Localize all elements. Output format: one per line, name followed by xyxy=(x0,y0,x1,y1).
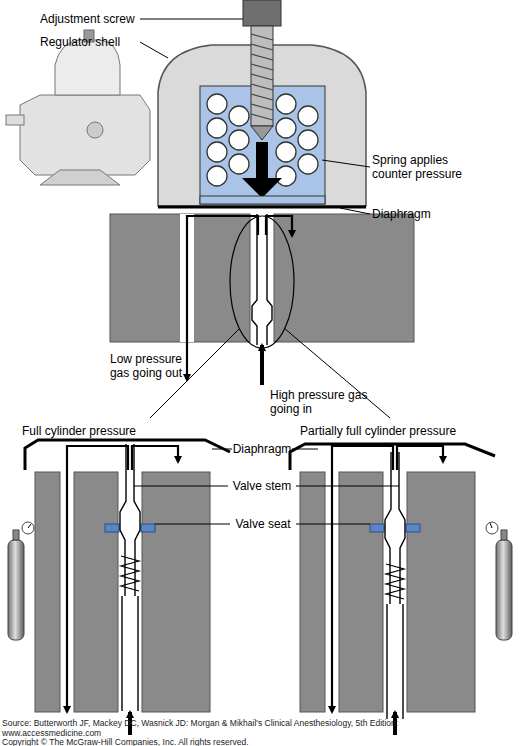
part-label: Regulator shell xyxy=(40,35,140,49)
part-label: Low pressure gas going out xyxy=(92,352,182,380)
diaphragm-line xyxy=(158,206,366,209)
part-label: Full cylinder pressure xyxy=(22,424,202,438)
full-pressure-panel xyxy=(25,440,230,735)
part-label: Diaphragm xyxy=(232,442,292,456)
gas-cylinder xyxy=(486,522,512,640)
adjustment-screw xyxy=(243,0,281,140)
regulator-body xyxy=(110,214,250,342)
leader-lines xyxy=(140,19,370,214)
inset-sketch xyxy=(6,30,150,185)
part-label: Spring applies counter pressure xyxy=(372,153,482,181)
part-label: Valve seat xyxy=(230,517,296,531)
part-label: Diaphragm xyxy=(372,207,472,221)
source-note: Source: Butterworth JF, Mackey DC, Wasni… xyxy=(2,718,432,738)
part-label: Adjustment screw xyxy=(40,12,140,26)
gas-cylinder xyxy=(8,522,34,640)
source-note: Copyright © The McGraw-Hill Companies, I… xyxy=(2,737,432,746)
flow-arrow xyxy=(187,216,258,380)
part-label: Partially full cylinder pressure xyxy=(300,424,515,438)
part-label: Valve stem xyxy=(228,479,296,493)
part-label: High pressure gas going in xyxy=(270,388,370,416)
partial-pressure-panel xyxy=(290,444,495,735)
force-arrow xyxy=(242,142,282,198)
